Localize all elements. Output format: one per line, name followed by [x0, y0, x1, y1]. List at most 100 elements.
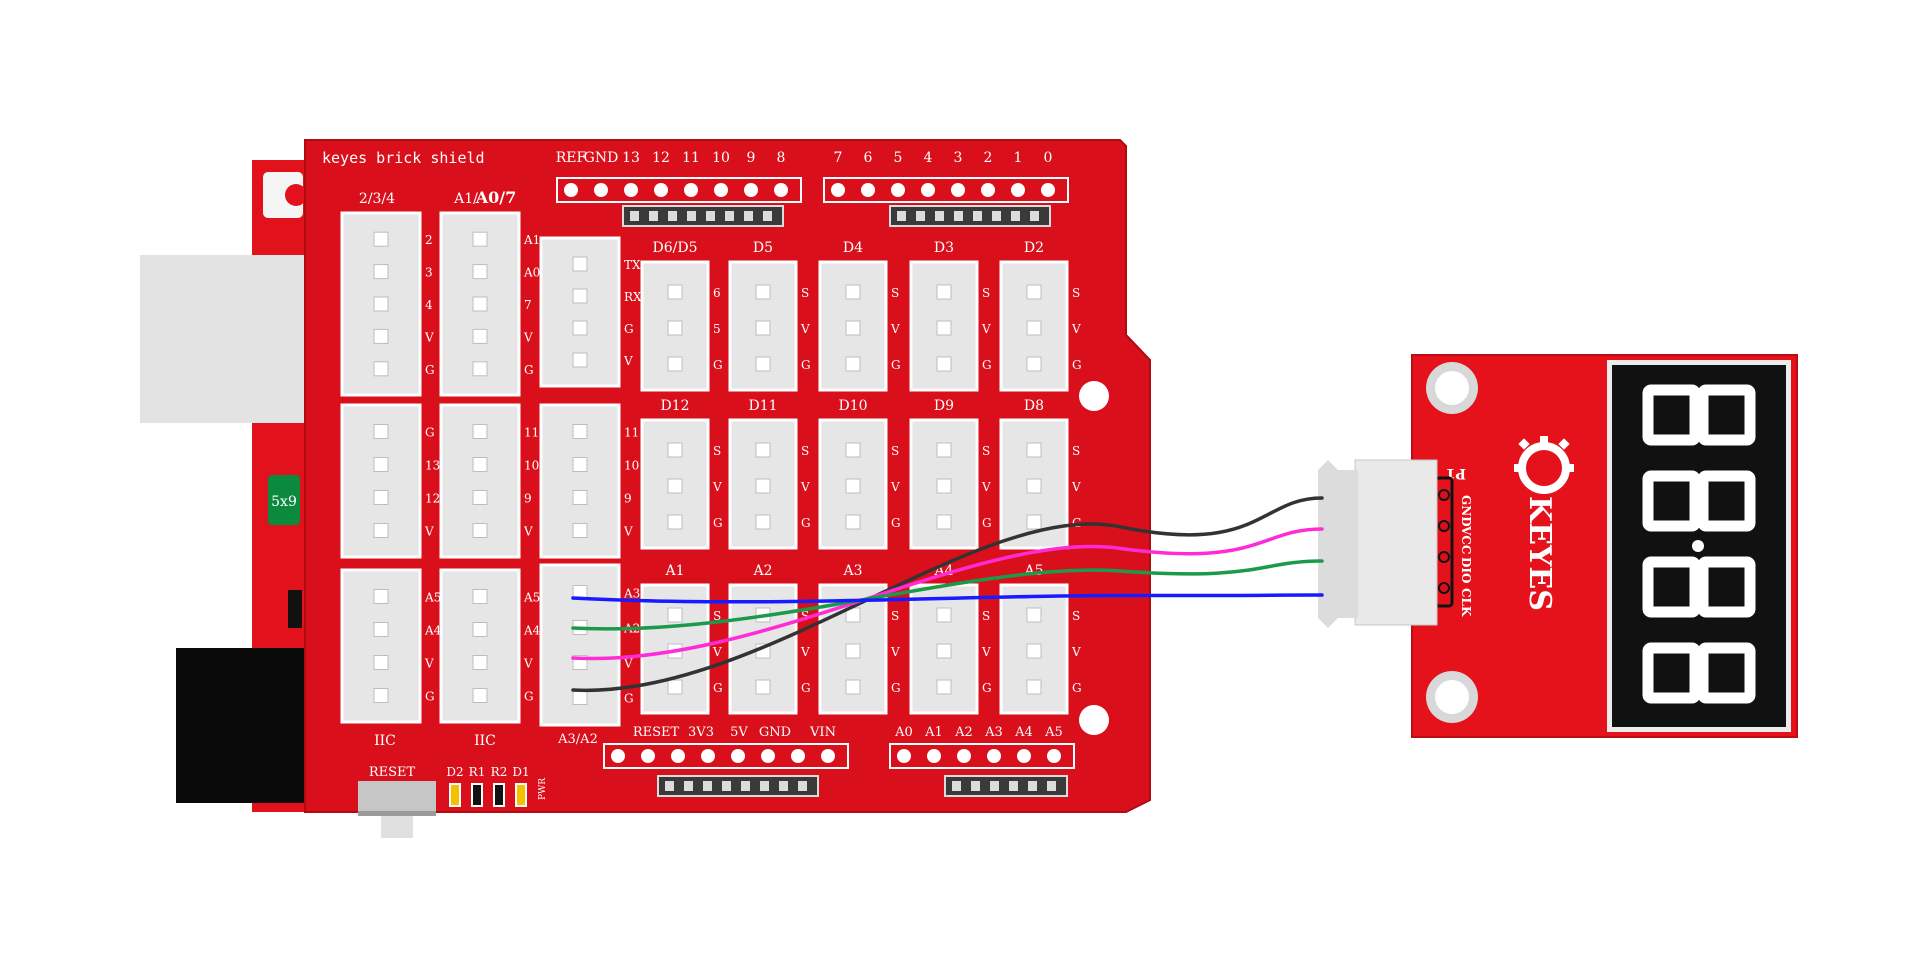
- port-label: A5: [1023, 563, 1043, 579]
- port-pin-label: G: [1072, 681, 1082, 695]
- header-pin-label: 1: [1014, 150, 1023, 166]
- port-pin-label: V: [523, 525, 533, 539]
- reset-switch-stem[interactable]: [381, 816, 413, 838]
- port-pin-label: V: [890, 480, 900, 494]
- port-pin-label: S: [1072, 444, 1080, 458]
- port-pin: [755, 679, 771, 695]
- port-pin: [373, 655, 389, 670]
- port-pin-label: S: [982, 444, 990, 458]
- port-pin-label: G: [982, 681, 992, 695]
- port-pin: [373, 622, 389, 637]
- strip-pin: [1011, 211, 1020, 221]
- led-label: D1: [512, 765, 529, 779]
- port-pin: [936, 284, 952, 300]
- dc-jack-lip: [176, 648, 206, 803]
- port-pin: [1026, 442, 1042, 458]
- port-pin: [667, 356, 683, 372]
- header-pin: [654, 183, 668, 197]
- header-pin: [624, 183, 638, 197]
- port-pin: [755, 514, 771, 530]
- port-pin: [572, 352, 588, 368]
- dc-jack: [190, 648, 310, 803]
- port-pin-label: G: [891, 516, 901, 530]
- header-pin: [701, 749, 715, 763]
- strip-pin: [668, 211, 677, 221]
- header-pin: [1017, 749, 1031, 763]
- port-pin-label: A4: [424, 624, 442, 638]
- usb-connector: [140, 255, 308, 423]
- port-pin: [472, 296, 488, 312]
- strip-pin: [916, 211, 925, 221]
- port-label: A1: [664, 563, 684, 579]
- port-label: A3: [842, 563, 862, 579]
- header-pin-label: 2: [984, 150, 993, 166]
- port-pin-label: 6: [713, 286, 721, 300]
- port-pin: [845, 514, 861, 530]
- reset-switch[interactable]: [358, 781, 436, 811]
- base-reset-button: [263, 172, 303, 218]
- port-label: D9: [934, 398, 954, 414]
- port-pin: [845, 356, 861, 372]
- port-pin-label: RX: [624, 290, 642, 304]
- module-hole-top: [1435, 371, 1469, 405]
- port-pin: [936, 442, 952, 458]
- pin-strip-bottom-left: [657, 775, 819, 797]
- header-pin: [987, 749, 1001, 763]
- port-pin: [572, 320, 588, 336]
- port-pin-label: G: [713, 681, 723, 695]
- port-pin-label: G: [713, 358, 723, 372]
- port-pin-label: G: [891, 681, 901, 695]
- led-label: R1: [469, 765, 486, 779]
- header-pin: [684, 183, 698, 197]
- port-pin-label: S: [801, 609, 809, 623]
- keyes-logo: KEYES: [1514, 436, 1574, 611]
- port-pin-label: V: [623, 657, 633, 671]
- reset-label: RESET: [369, 765, 416, 780]
- port-pin-label: A5: [523, 591, 540, 605]
- port-pin: [572, 690, 588, 705]
- led: [471, 783, 483, 807]
- port-pin-label: G: [524, 690, 534, 704]
- port-pin-label: G: [624, 692, 634, 706]
- port-pin: [572, 424, 588, 439]
- port-pin: [667, 442, 683, 458]
- port-pin: [373, 424, 389, 439]
- mount-hole-top: [1079, 381, 1109, 411]
- port-label: D10: [838, 398, 867, 414]
- strip-pin: [1030, 211, 1039, 221]
- header-pin-label: 8: [777, 150, 786, 166]
- module-pin-label: DIO: [1459, 557, 1473, 583]
- port-pin-label: G: [801, 358, 811, 372]
- port-pin: [845, 643, 861, 659]
- header-pin: [821, 749, 835, 763]
- port-pin: [373, 296, 389, 312]
- mount-hole-bottom: [1079, 705, 1109, 735]
- strip-pin: [684, 781, 693, 791]
- header-pin: [831, 183, 845, 197]
- strip-pin: [649, 211, 658, 221]
- port-pin-label: S: [801, 444, 809, 458]
- strip-pin: [741, 781, 750, 791]
- seven-segment-digit: [1642, 384, 1756, 446]
- port-pin-label: 13: [425, 459, 440, 473]
- port-pin-label: V: [712, 480, 722, 494]
- port-pin-label: V: [424, 525, 434, 539]
- port-pin: [373, 523, 389, 538]
- port-pin: [472, 622, 488, 637]
- port-pin: [667, 607, 683, 623]
- strip-pin: [992, 211, 1001, 221]
- port-label: D4: [843, 240, 863, 256]
- port-pin: [373, 328, 389, 344]
- port-pin: [755, 356, 771, 372]
- big-ports: 234VGA1A07VGTXRXGVG1312V11109V11109VA5A4…: [340, 211, 642, 727]
- port-pin: [373, 231, 389, 247]
- strip-pin: [935, 211, 944, 221]
- strip-pin: [706, 211, 715, 221]
- port-pin: [936, 320, 952, 336]
- strip-pin: [763, 211, 772, 221]
- port-pin: [936, 356, 952, 372]
- port-pin-label: A3: [623, 587, 640, 601]
